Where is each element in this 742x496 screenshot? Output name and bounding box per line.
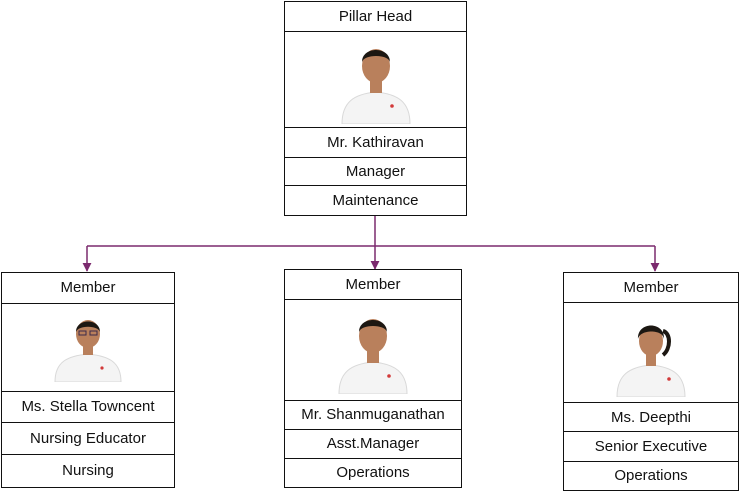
member-2-role: Member [285,270,461,300]
man-avatar-icon [340,49,411,125]
member-card-1: Member Ms. Stella Towncent Nursing Educa… [1,272,175,488]
woman-avatar-icon [54,320,122,383]
member-1-title: Nursing Educator [2,423,174,455]
member-3-photo [564,303,738,404]
member-2-name: Mr. Shanmuganathan [285,401,461,430]
member-2-title: Asst.Manager [285,430,461,459]
member-1-department: Nursing [62,462,114,480]
head-department: Maintenance [332,192,419,210]
member-2-photo [285,300,461,401]
member-card-2: Member Mr. Shanmuganathan Asst.Manager O… [284,269,462,488]
member-2-department: Operations [336,464,410,482]
member-card-3: Member Ms. Deepthi Senior Executive Oper… [563,272,739,491]
man-avatar-icon [338,318,408,394]
head-title: Manager [285,158,466,187]
head-role: Pillar Head [285,2,466,32]
member-1-photo [2,304,174,392]
member-3-title: Senior Executive [564,432,738,462]
member-1-role: Member [2,273,174,304]
member-1-name: Ms. Stella Towncent [2,392,174,424]
woman-avatar-icon [616,325,686,397]
head-photo [285,32,466,128]
member-3-department: Operations [614,467,688,485]
member-3-name: Ms. Deepthi [564,403,738,432]
member-3-role: Member [564,273,738,304]
head-card: Pillar Head Mr. Kathiravan Manager Maint… [284,1,467,216]
head-name: Mr. Kathiravan [285,128,466,158]
